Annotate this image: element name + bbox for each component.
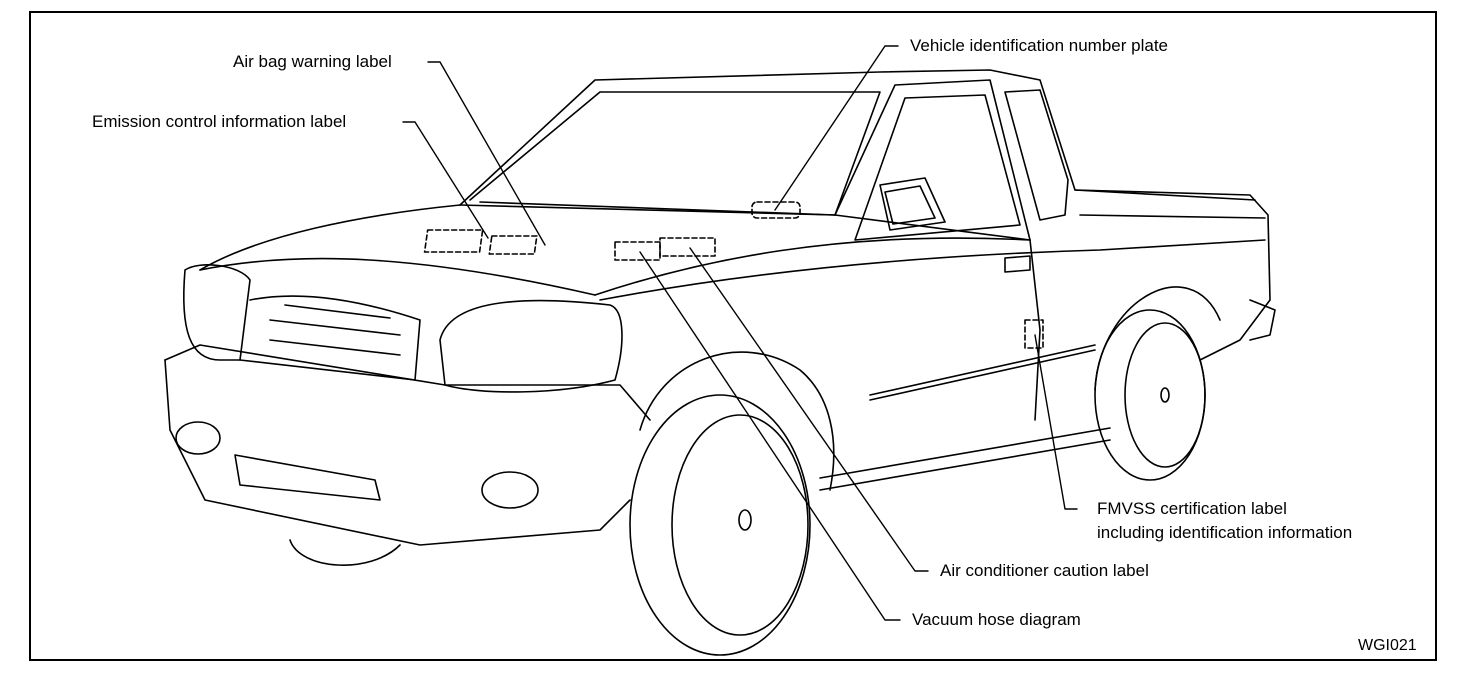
ac-label-outline — [659, 237, 716, 257]
vacuum-leader — [639, 251, 901, 621]
leader-lines — [402, 45, 1078, 621]
airbag-warning-label-text: Air bag warning label — [233, 52, 392, 71]
diagram-frame — [29, 11, 1437, 661]
fmvss-label-text-line2: including identification information — [1097, 523, 1353, 542]
ac-caution-label-text: Air conditioner caution label — [940, 561, 1149, 580]
vacuum-hose-label-text: Vacuum hose diagram — [912, 610, 1081, 629]
emission-control-label-text: Emission control information label — [92, 112, 347, 131]
emission-label-outline — [423, 229, 484, 253]
fmvss-label-text-line1: FMVSS certification label — [1097, 499, 1287, 518]
emission-leader — [402, 121, 489, 239]
fmvss-leader — [1034, 334, 1078, 510]
vin-plate-label-text: Vehicle identification number plate — [910, 36, 1168, 55]
fmvss-label-outline — [1024, 319, 1044, 349]
ac-leader — [689, 247, 929, 572]
truck-drawing — [164, 69, 1276, 656]
vin-leader — [774, 45, 899, 211]
vin-plate-outline — [751, 201, 801, 219]
label-locations — [423, 201, 1044, 349]
airbag-leader — [427, 61, 546, 246]
figure-id: WGI021 — [1358, 637, 1417, 654]
airbag-label-outline — [488, 235, 538, 255]
vacuum-label-outline — [614, 241, 661, 261]
